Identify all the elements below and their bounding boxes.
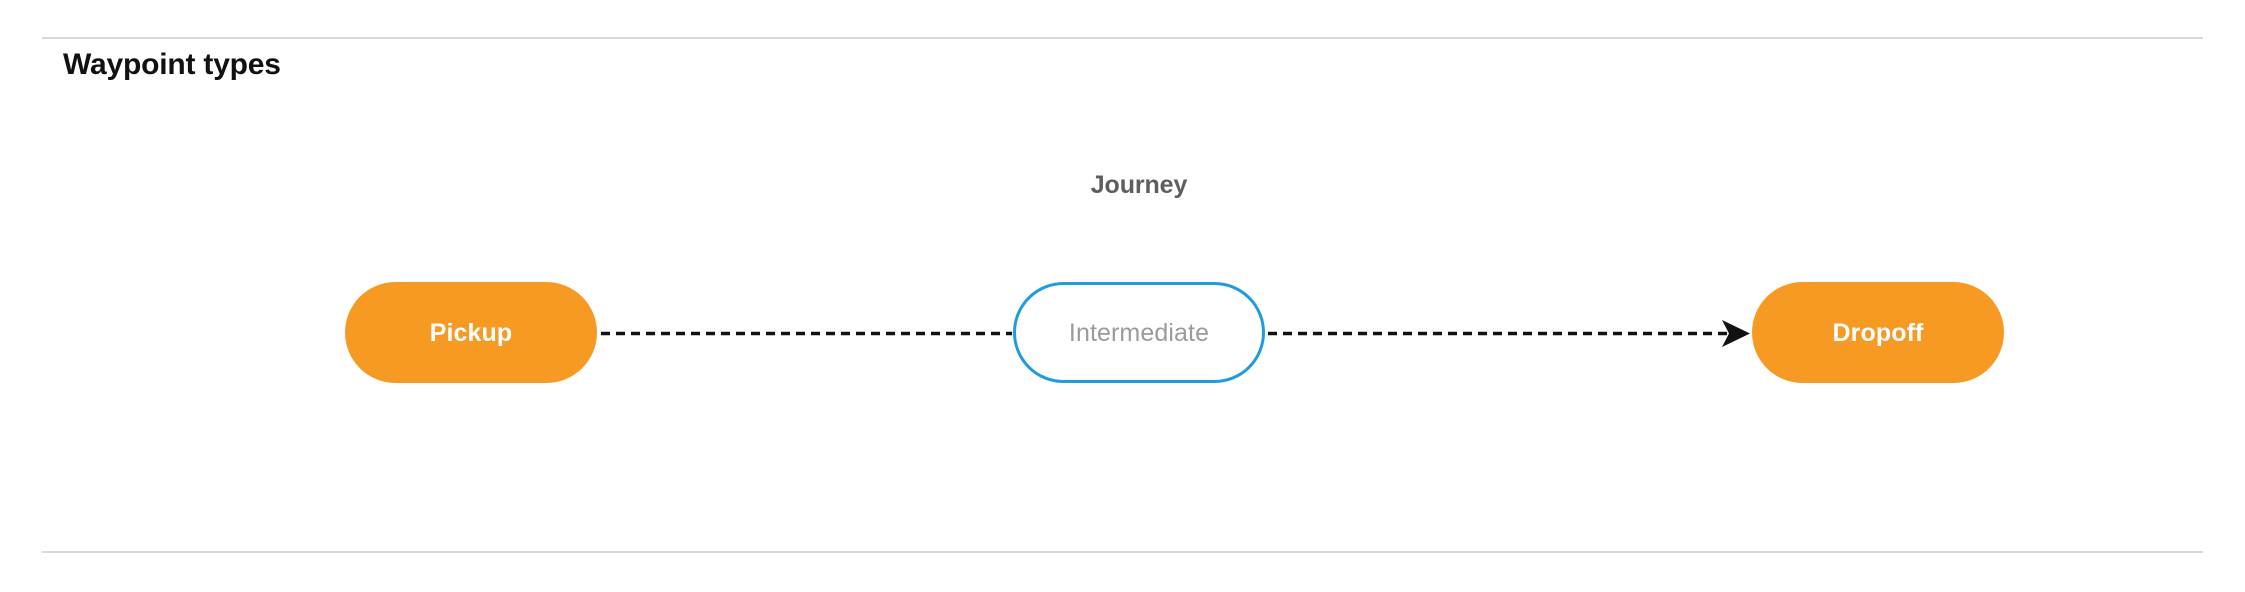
waypoint-node-dropoff-label: Dropoff bbox=[1832, 318, 1924, 347]
waypoint-node-pickup[interactable]: Pickup bbox=[345, 282, 597, 383]
page-title: Waypoint types bbox=[63, 48, 281, 81]
arrowhead-icon bbox=[1722, 320, 1750, 347]
card-top-divider bbox=[42, 37, 2203, 39]
waypoint-node-intermediate-label: Intermediate bbox=[1068, 318, 1210, 347]
journey-group-label: Journey bbox=[1090, 171, 1188, 199]
waypoint-node-dropoff[interactable]: Dropoff bbox=[1752, 282, 2004, 383]
waypoint-node-pickup-label: Pickup bbox=[429, 318, 513, 347]
card-bottom-divider bbox=[42, 551, 2203, 553]
waypoint-node-intermediate[interactable]: Intermediate bbox=[1013, 282, 1265, 383]
